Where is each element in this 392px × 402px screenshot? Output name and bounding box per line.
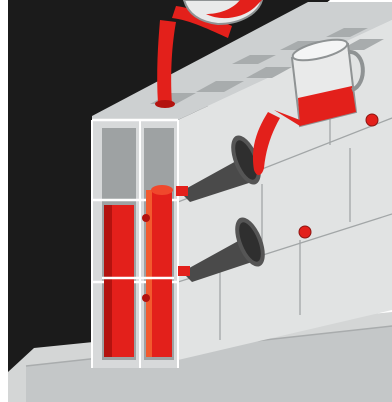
grout-surface bbox=[151, 185, 173, 195]
grout-port bbox=[142, 214, 150, 222]
grout-port bbox=[299, 226, 311, 238]
grout-port bbox=[366, 114, 378, 126]
grout-port bbox=[142, 294, 150, 302]
grout-fill-left-shade bbox=[104, 205, 112, 357]
